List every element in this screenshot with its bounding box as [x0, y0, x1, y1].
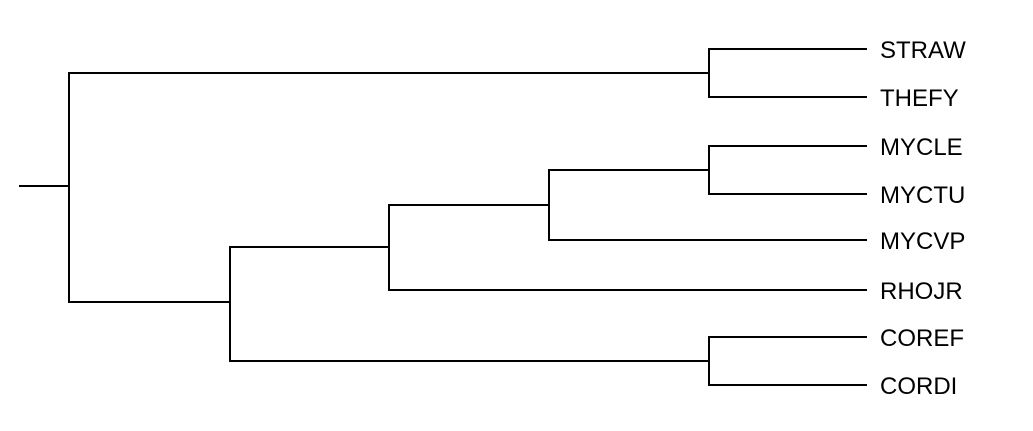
leaf-label-coref: COREF — [880, 325, 964, 352]
leaf-label-myctu: MYCTU — [880, 182, 965, 209]
leaf-label-thefy: THEFY — [880, 85, 959, 112]
leaf-label-cordi: CORDI — [880, 373, 957, 400]
leaf-label-mycle: MYCLE — [880, 134, 963, 161]
leaf-label-mycvp: MYCVP — [880, 228, 965, 255]
leaf-label-straw: STRAW — [880, 37, 966, 64]
leaf-label-rhojr: RHOJR — [880, 278, 963, 305]
